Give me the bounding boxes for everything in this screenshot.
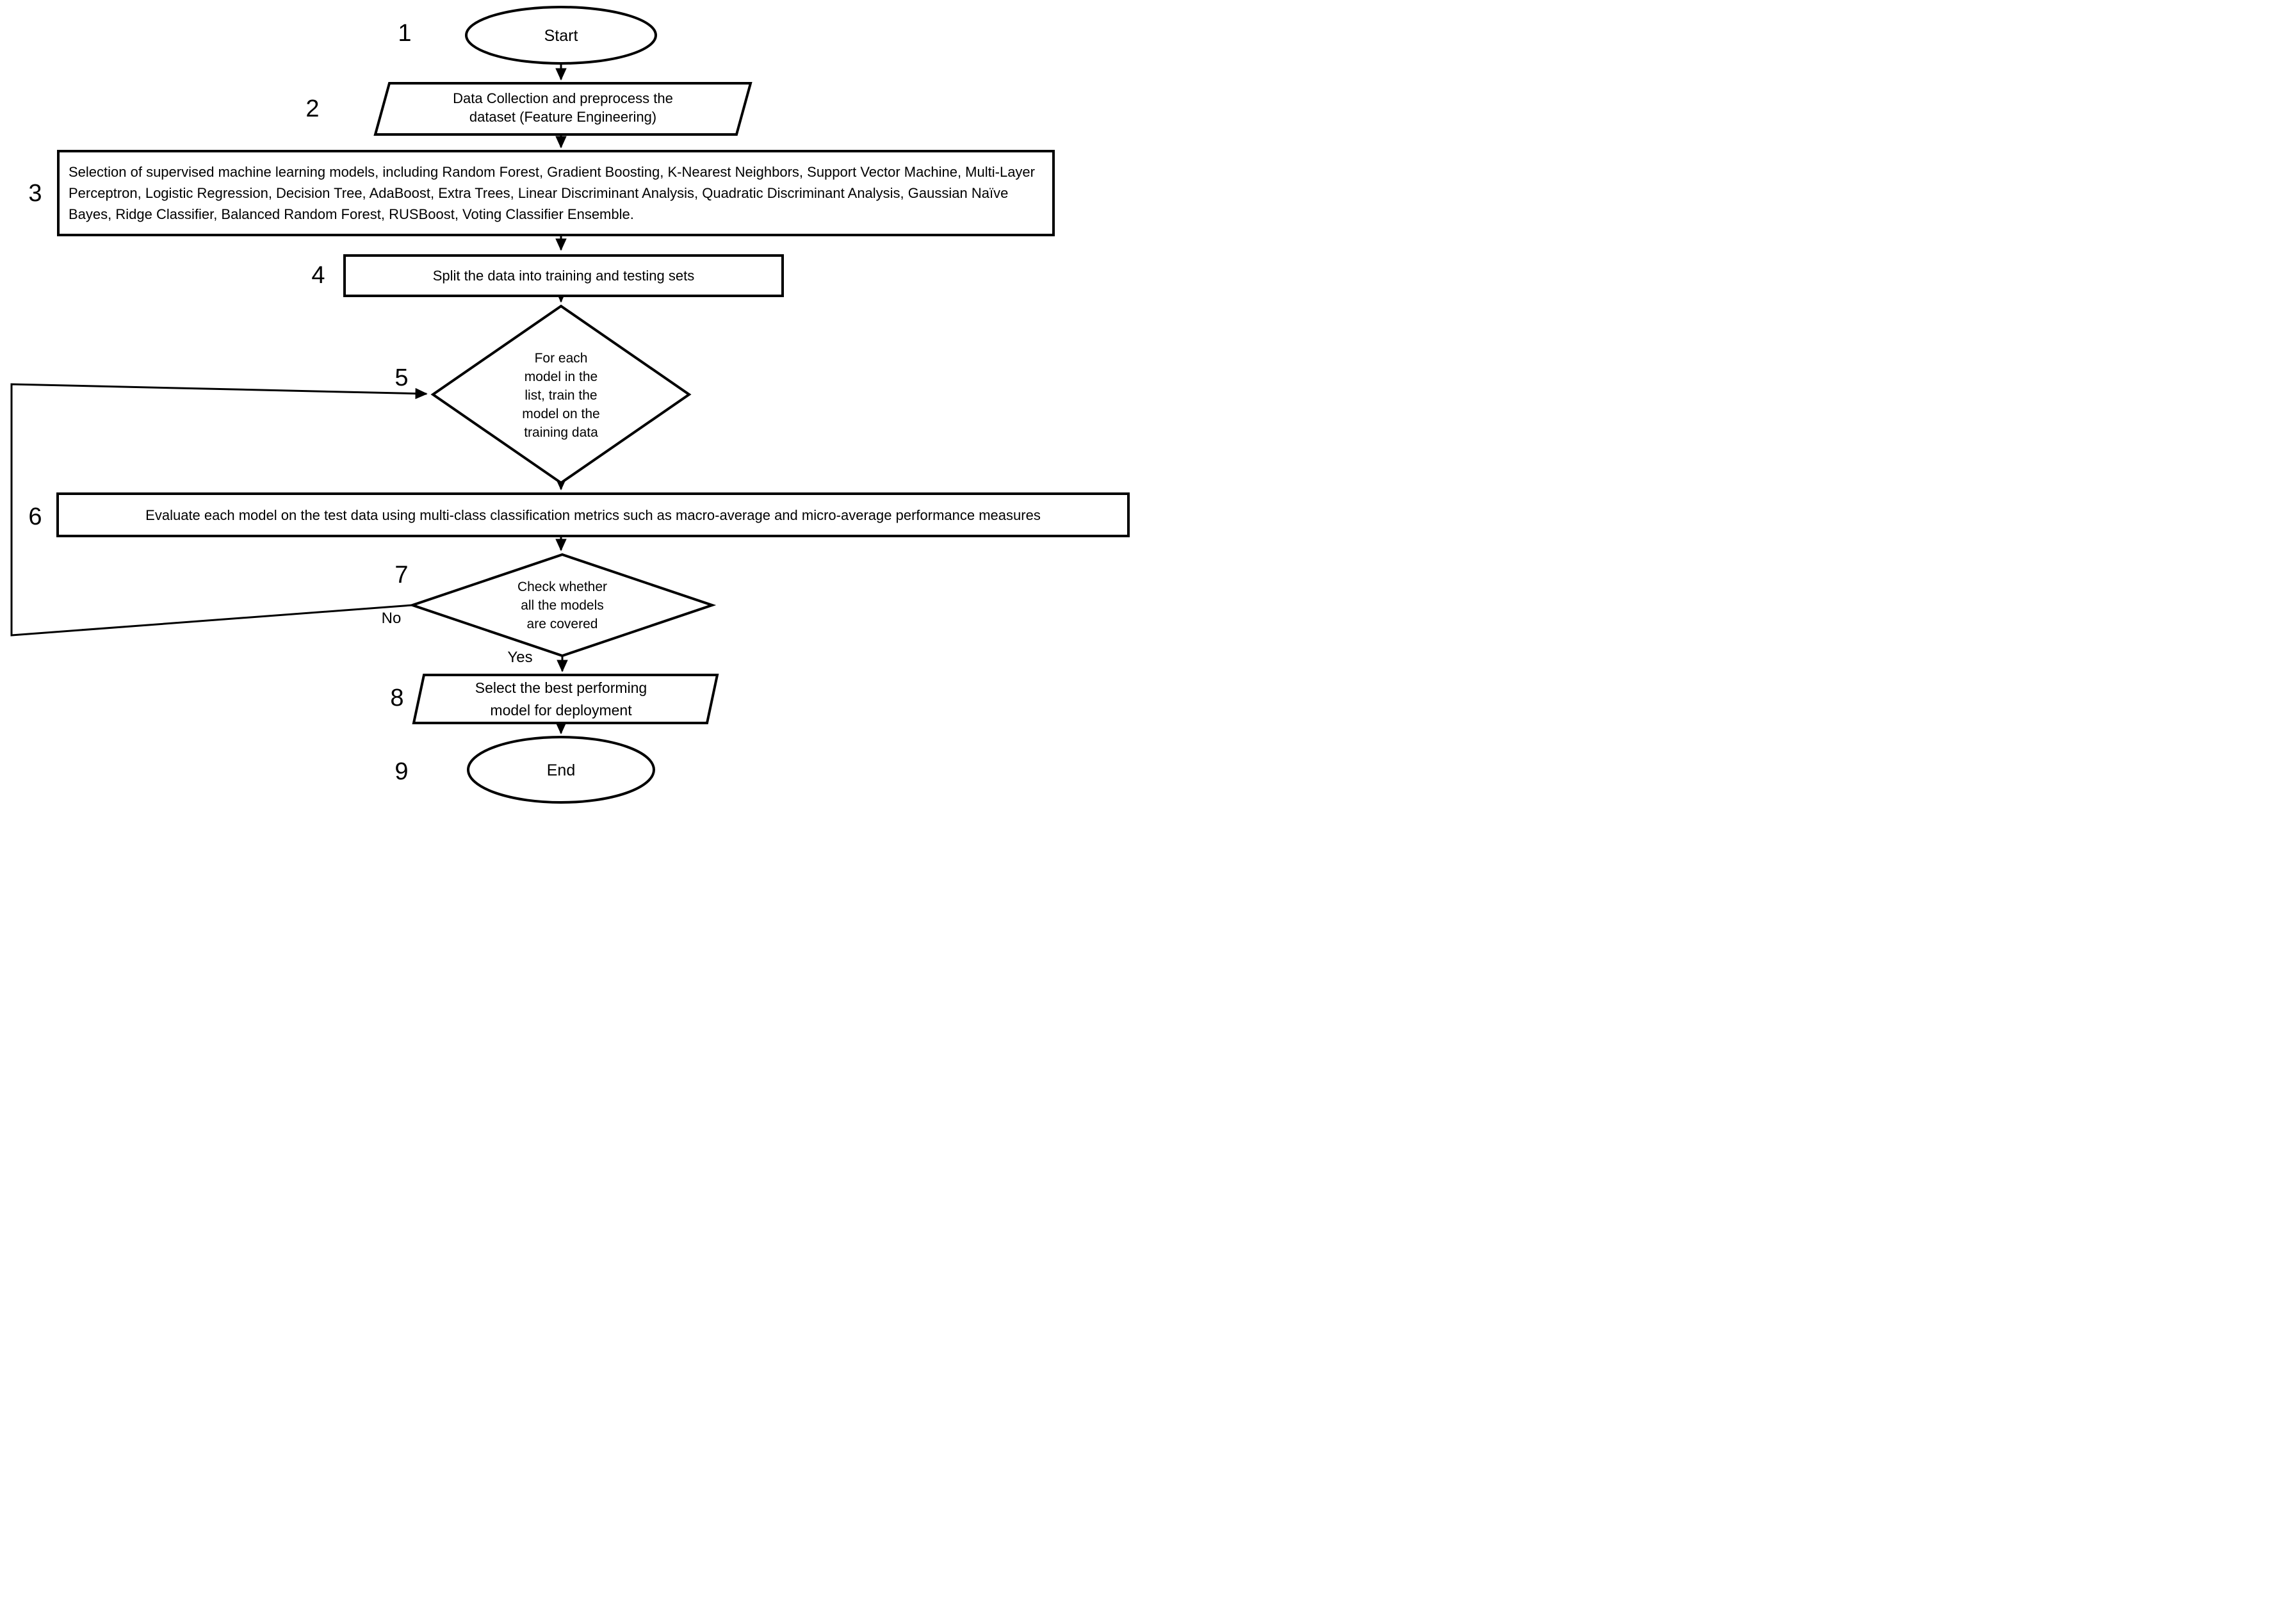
data-collection-parallelogram-shape bbox=[373, 82, 753, 136]
no-branch-label: No bbox=[381, 610, 402, 627]
flowchart-shapes-layer bbox=[10, 6, 1130, 804]
step-number-6: 6 bbox=[28, 503, 42, 530]
step-number-4: 4 bbox=[311, 262, 325, 289]
evaluate-model-label: Evaluate each model on the test data usi… bbox=[145, 507, 1041, 523]
select-best-parallelogram-shape bbox=[412, 674, 719, 724]
select-best-label: Select the best performing model for dep… bbox=[475, 679, 647, 719]
split-data-rect-shape bbox=[343, 254, 784, 297]
arrow-no-loop-step7-to-step5 bbox=[10, 383, 428, 637]
start-terminator-shape bbox=[465, 6, 657, 65]
train-model-diamond-shape bbox=[430, 304, 692, 485]
data-collection-label: Data Collection and preprocess the datas… bbox=[453, 90, 673, 126]
train-model-label: For each model in the list, train the mo… bbox=[522, 351, 600, 440]
check-models-label: Check whether all the models are covered bbox=[517, 580, 608, 631]
flowchart-diagram: 1 2 3 4 5 6 7 8 9 Start Data Collection … bbox=[0, 0, 1139, 812]
end-terminator-shape bbox=[467, 736, 655, 804]
step-number-3: 3 bbox=[28, 180, 42, 207]
evaluate-model-rect-shape bbox=[56, 492, 1130, 537]
step-number-7: 7 bbox=[395, 562, 409, 589]
step-number-5: 5 bbox=[395, 364, 409, 391]
model-selection-rect-shape bbox=[57, 150, 1055, 236]
step-number-1: 1 bbox=[398, 20, 412, 47]
step-number-2: 2 bbox=[305, 95, 320, 122]
split-data-label: Split the data into training and testing… bbox=[432, 268, 695, 284]
model-selection-label: Selection of supervised machine learning… bbox=[69, 164, 1035, 222]
start-label: Start bbox=[544, 27, 578, 45]
check-models-diamond-shape bbox=[408, 553, 717, 658]
yes-branch-label: Yes bbox=[507, 649, 533, 666]
end-label: End bbox=[546, 761, 576, 779]
step-number-8: 8 bbox=[390, 685, 404, 711]
step-number-9: 9 bbox=[395, 758, 409, 785]
